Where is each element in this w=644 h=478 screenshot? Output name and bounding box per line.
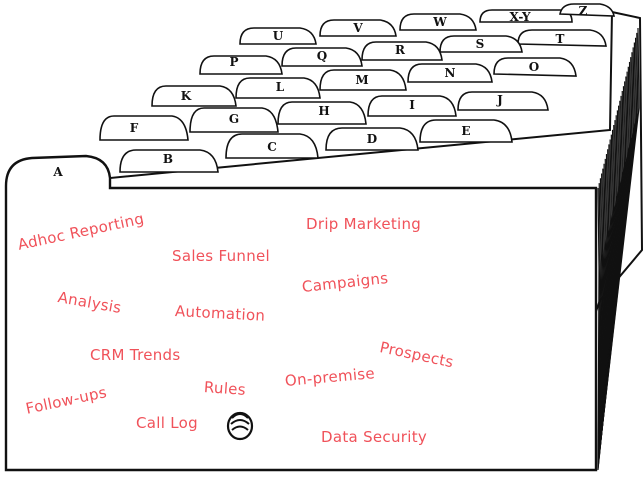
front-card (4, 154, 598, 472)
tab-a: A (52, 165, 63, 179)
topic-rules: Rules (203, 378, 247, 399)
tab-s-shape (439, 35, 523, 53)
tab-row-1: X-Y Z W V U (239, 3, 615, 45)
rod-hole-icon (226, 411, 254, 441)
tab-f-shape (99, 115, 189, 141)
tab-q: Q (317, 49, 327, 63)
tab-r-shape (361, 41, 443, 61)
tab-n-shape (407, 63, 493, 83)
tab-g-shape (189, 107, 279, 133)
topic-crm-trends: CRM Trends (90, 346, 181, 364)
tab-xy: X-Y (509, 10, 531, 24)
tab-row-5: E D C B (119, 119, 513, 173)
tab-v: V (352, 21, 363, 35)
tab-v-shape (319, 19, 397, 37)
tab-s: S (476, 37, 485, 51)
tab-f: F (130, 121, 139, 135)
tab-l-shape (235, 77, 321, 99)
tab-c-shape (225, 133, 319, 159)
tab-w: W (432, 15, 447, 29)
topic-data-security: Data Security (321, 428, 428, 446)
tab-i-shape (367, 95, 457, 117)
tab-w-shape (399, 13, 477, 31)
tab-d: D (367, 132, 377, 146)
tab-t: T (556, 32, 565, 46)
topic-drip-marketing: Drip Marketing (306, 215, 422, 233)
tab-m: M (355, 73, 368, 87)
tab-i: I (409, 98, 415, 112)
tab-e-shape (419, 119, 513, 143)
tab-b: B (163, 152, 173, 166)
tab-o-shape (493, 57, 577, 77)
tab-g: G (229, 112, 239, 126)
tab-row-2: T S R Q P (199, 29, 607, 75)
tab-b-shape (119, 149, 219, 173)
tab-j: J (496, 93, 503, 107)
tab-k: K (181, 89, 192, 103)
tab-m-shape (319, 69, 407, 91)
tab-n: N (445, 66, 456, 80)
tab-o: O (529, 60, 539, 74)
tab-q-shape (281, 47, 363, 67)
tab-r: R (395, 43, 406, 57)
tab-c: C (267, 140, 277, 154)
topic-call-log: Call Log (136, 414, 198, 432)
tab-row-4: J I H G F (99, 91, 549, 141)
tab-e: E (461, 124, 470, 138)
topic-sales-funnel: Sales Funnel (172, 247, 271, 265)
tab-d-shape (325, 127, 419, 151)
tab-u-shape (239, 27, 317, 45)
tab-t-shape (517, 29, 607, 47)
tab-z-shape (559, 3, 615, 17)
tab-j-shape (457, 91, 549, 111)
tab-p: P (229, 55, 238, 69)
tab-h: H (318, 104, 329, 118)
tab-xy-shape (479, 9, 573, 23)
tab-row-3: O N M L K (151, 57, 577, 107)
tab-z: Z (579, 4, 588, 18)
tab-p-shape (199, 55, 283, 75)
card-edge-line (601, 27, 640, 431)
tab-k-shape (151, 85, 237, 107)
tab-l: L (276, 80, 285, 94)
tab-u: U (273, 29, 284, 43)
tab-h-shape (277, 101, 367, 125)
card-edges (597, 27, 640, 471)
